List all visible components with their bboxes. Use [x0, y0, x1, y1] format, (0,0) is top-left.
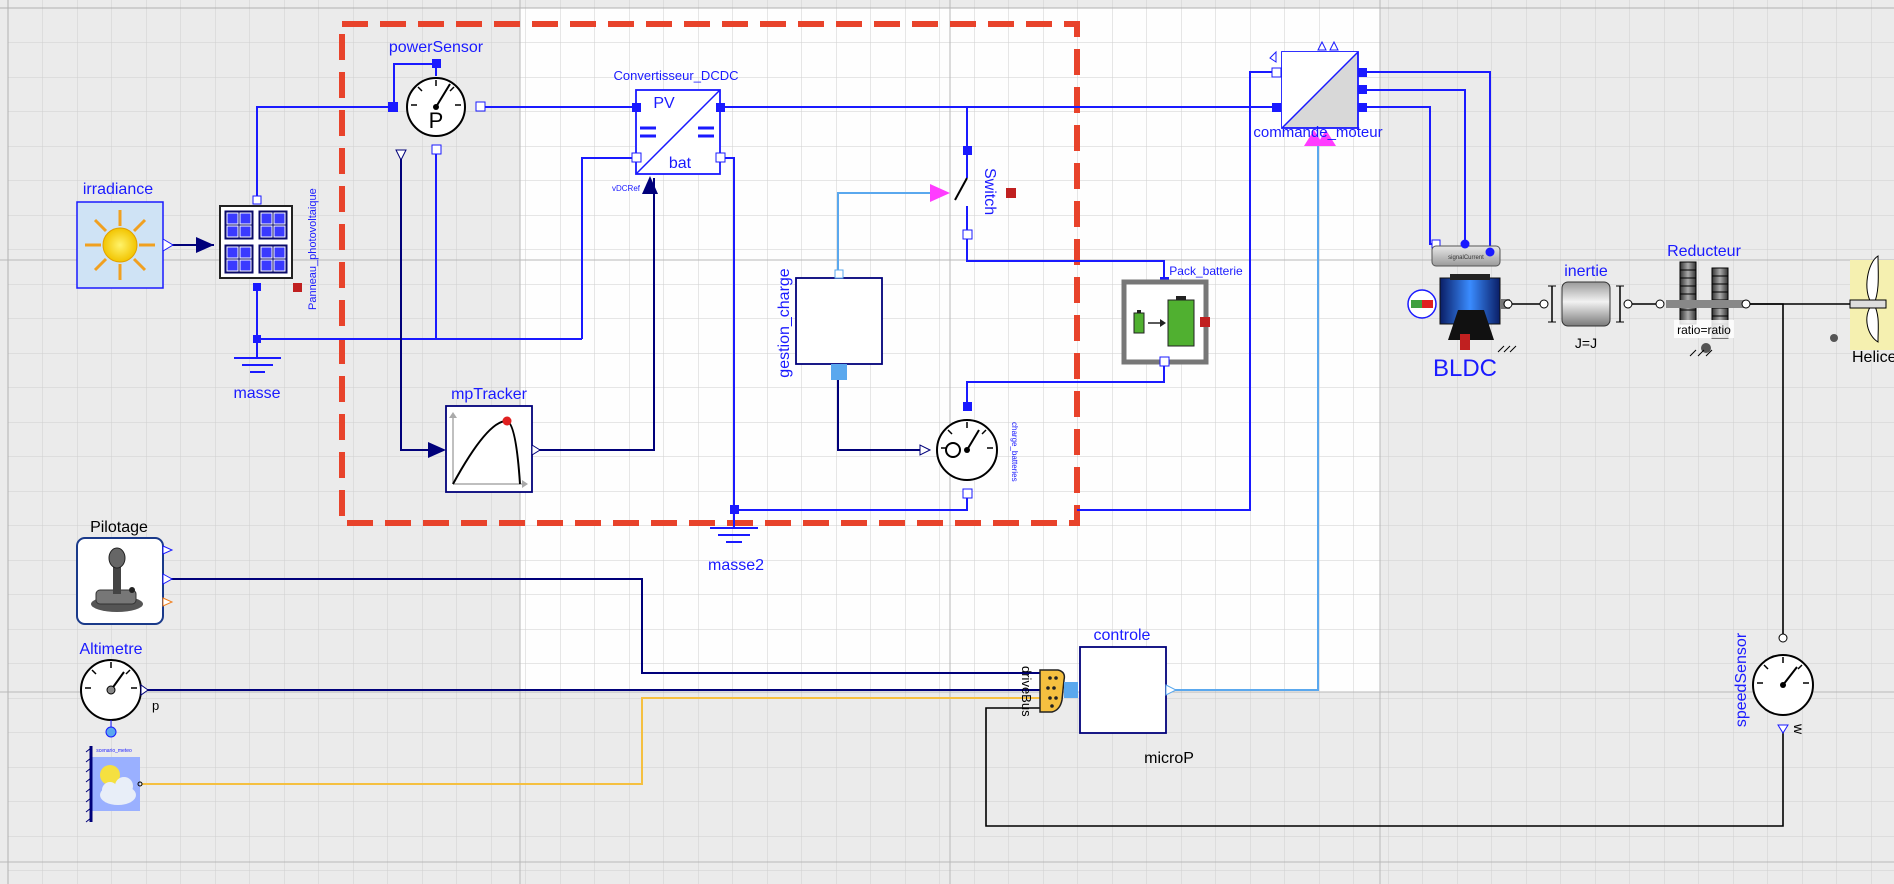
switch-block[interactable]: Switch [930, 146, 1016, 240]
charge-sensor[interactable]: charge_batteries [919, 402, 1019, 499]
converter-pv-label: PV [653, 95, 675, 112]
power-sensor[interactable]: powerSensor P [388, 39, 486, 162]
mppt-curve-icon [449, 412, 528, 488]
inertia-label: inertie [1564, 263, 1608, 280]
dashed-group-frame [339, 21, 1080, 526]
battery-pack-label: Pack_batterie [1169, 264, 1243, 278]
converter-label: Convertisseur_DCDC [614, 68, 739, 83]
propeller-label: Helice [1852, 349, 1894, 366]
irradiance-block[interactable]: irradiance [76, 181, 214, 289]
masse-label: masse [233, 385, 280, 402]
inertia-param: J=J [1575, 335, 1597, 351]
pilotage-label: Pilotage [90, 519, 148, 536]
gestion-charge-block[interactable]: gestion_charge [776, 268, 883, 380]
converter-bat-label: bat [669, 155, 692, 172]
irradiance-label: irradiance [83, 181, 153, 198]
weather-scenario-label: scenario_meteo [96, 748, 132, 754]
microp-label: microP [1144, 750, 1194, 767]
sun-icon [85, 210, 155, 280]
charge-sensor-label: charge_batteries [1010, 422, 1019, 482]
gestion-charge-label: gestion_charge [776, 268, 793, 378]
power-sensor-label: powerSensor [389, 39, 484, 56]
altimetre-block[interactable]: Altimetre p [79, 641, 159, 738]
solar-panel-block[interactable]: Panneau_photovoltaique [219, 188, 319, 310]
altimetre-label: Altimetre [79, 641, 142, 658]
controle-label: controle [1094, 627, 1151, 644]
ground-masse2[interactable]: masse2 [708, 505, 764, 574]
speed-sensor-w: w [1791, 723, 1807, 735]
converter-vref-label: vDCRef [612, 184, 641, 193]
battery-pack[interactable]: Pack_batterie [1121, 264, 1243, 367]
signal-wires-light [837, 138, 1319, 691]
propeller-block[interactable]: Helice [1830, 255, 1894, 366]
propeller-icon [1849, 255, 1887, 343]
battery-icon [1133, 296, 1195, 347]
cloud-sun-icon [100, 765, 136, 805]
weather-scenario-block[interactable]: scenario_meteo [85, 746, 143, 823]
altimetre-p: p [152, 698, 159, 713]
solar-cells-icon [223, 209, 289, 275]
gearbox-param: ratio=ratio [1677, 323, 1731, 337]
panel-label: Panneau_photovoltaique [307, 188, 319, 310]
ground-masse[interactable]: masse [233, 335, 281, 402]
drive-bus-connector[interactable]: driveBus [1019, 666, 1078, 717]
speed-sensor[interactable]: w speedSensor [1733, 632, 1814, 735]
mp-tracker[interactable]: mpTracker [428, 386, 541, 493]
inertia-block[interactable]: inertie J=J [1539, 263, 1633, 351]
bldc-motor[interactable]: signalCurrent BLDC [1407, 239, 1517, 383]
power-sensor-symbol: P [429, 108, 444, 133]
dcdc-converter[interactable]: Convertisseur_DCDC PV bat vDCRef [612, 68, 739, 194]
commande-moteur[interactable]: commande_moteur [1253, 40, 1383, 146]
gearbox-label: Reducteur [1667, 243, 1741, 260]
weather-bus-wire [142, 697, 1040, 785]
speed-sensor-label: speedSensor [1733, 632, 1750, 727]
drive-bus-label: driveBus [1019, 666, 1034, 717]
commande-moteur-label: commande_moteur [1253, 124, 1382, 141]
switch-label: Switch [981, 168, 998, 215]
mptracker-label: mpTracker [451, 386, 528, 403]
controle-block[interactable]: controle microP [1079, 627, 1194, 767]
bldc-label: BLDC [1433, 355, 1497, 382]
bldc-signal-label: signalCurrent [1448, 255, 1484, 261]
masse2-label: masse2 [708, 557, 764, 574]
gearbox-block[interactable]: Reducteur ratio=ratio [1655, 243, 1751, 357]
pilotage-block[interactable]: Pilotage [76, 519, 174, 625]
joystick-icon [91, 547, 143, 612]
